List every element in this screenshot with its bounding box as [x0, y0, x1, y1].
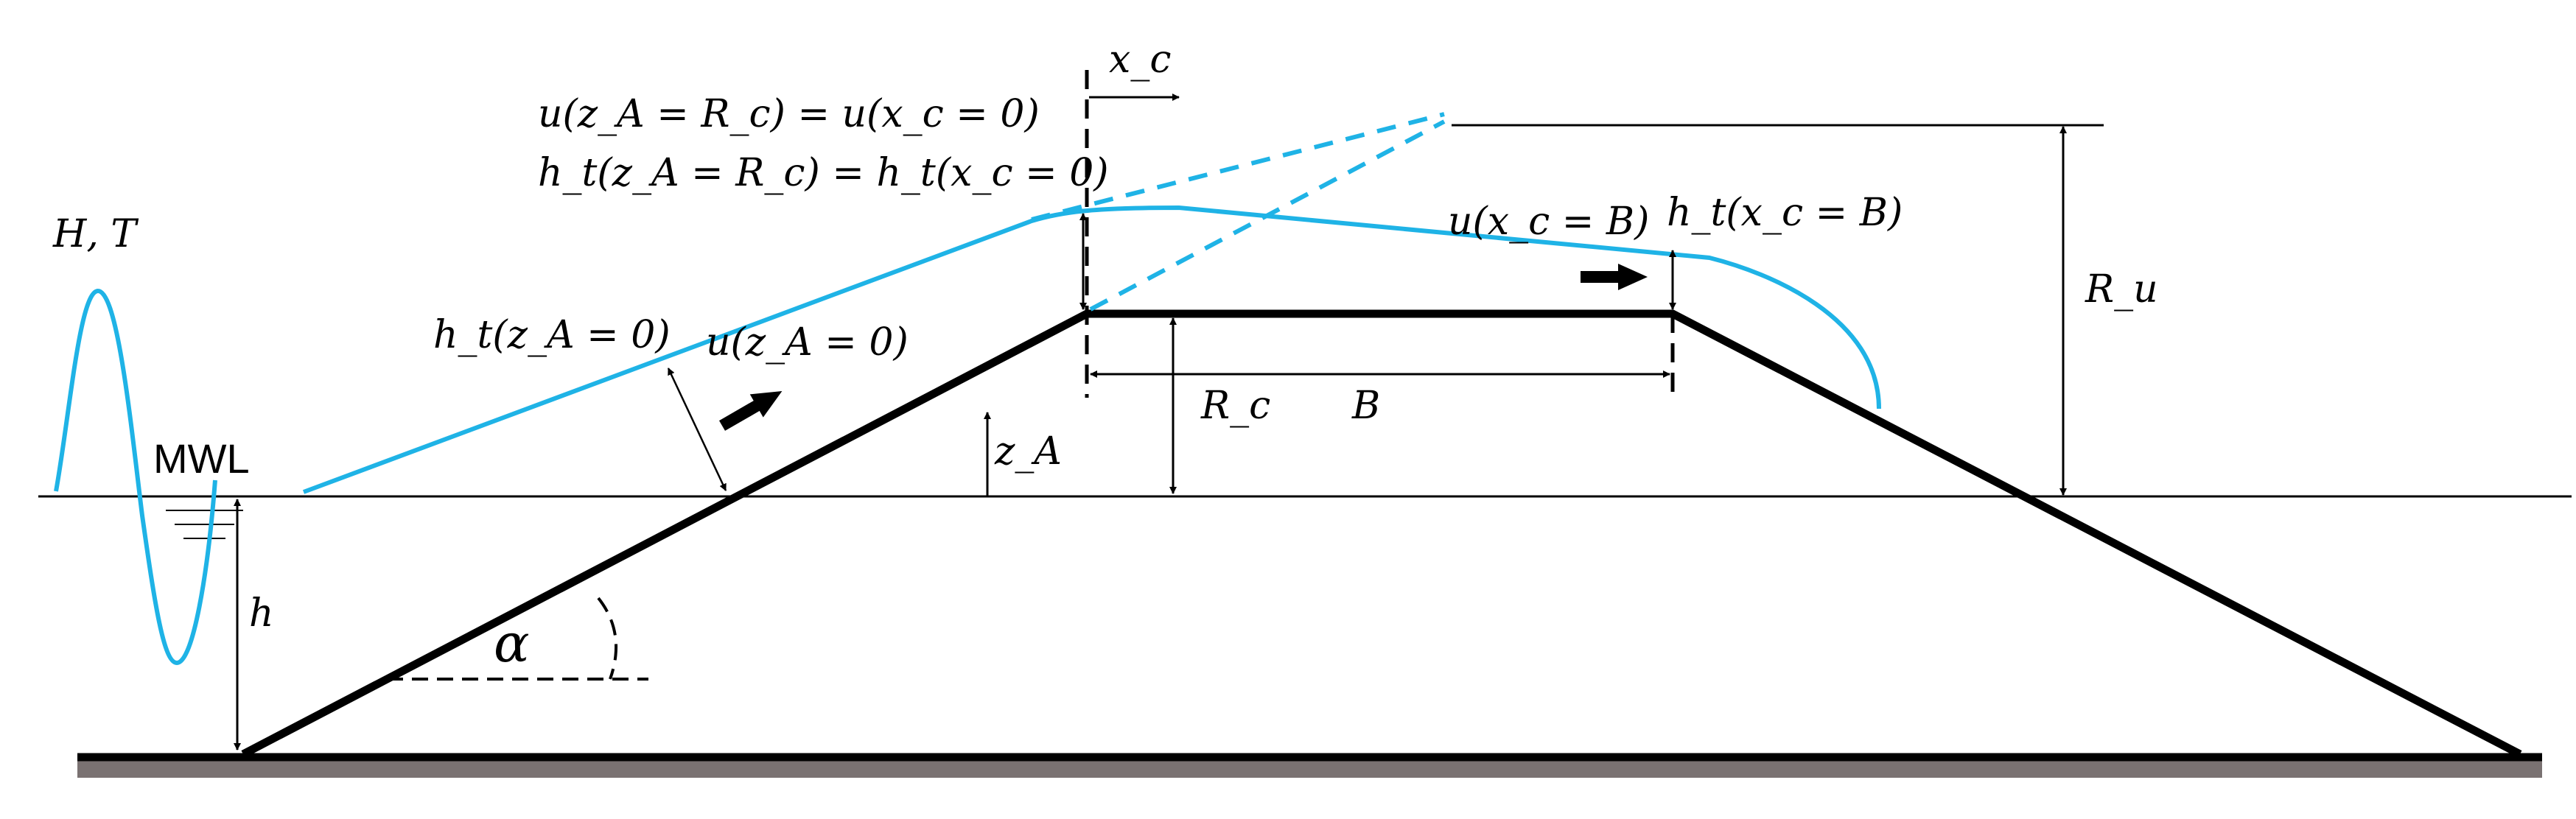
velocity-arrow-crest-end — [1581, 264, 1648, 290]
runup-water-surface — [302, 205, 1881, 494]
incident-wave — [54, 288, 217, 666]
ru-label: R_u — [2085, 267, 2158, 312]
ht-crest-start-label: h_t(z_A = R_c) = h_t(x_c = 0) — [538, 151, 1109, 195]
mwl-label: MWL — [153, 435, 250, 482]
structure-outline — [241, 309, 2522, 758]
angle-arc — [597, 597, 617, 680]
u-crest-start-label: u(z_A = R_c) = u(x_c = 0) — [538, 92, 1040, 136]
wave-height-period-label: H, T — [52, 212, 139, 256]
za-label: z_A — [994, 429, 1062, 474]
rc-label: R_c — [1200, 384, 1270, 428]
alpha-label: α — [494, 612, 530, 674]
u-crest-end-label: u(x_c = B) — [1448, 200, 1649, 244]
virtual-runup-dashed-2 — [1089, 119, 1446, 312]
u-za0-label: u(z_A = 0) — [706, 320, 909, 365]
ht-za0-arrow — [667, 368, 727, 491]
velocity-arrow-slope — [719, 391, 783, 431]
ht-za0-label: h_t(z_A = 0) — [433, 313, 671, 357]
virtual-runup-dashed-1 — [1031, 112, 1445, 222]
xc-label: x_c — [1109, 38, 1171, 82]
ht-crest-end-label: h_t(x_c = B) — [1667, 191, 1903, 235]
mwl-symbol — [166, 510, 243, 539]
h-label: h — [249, 591, 274, 636]
b-label: B — [1351, 384, 1380, 428]
